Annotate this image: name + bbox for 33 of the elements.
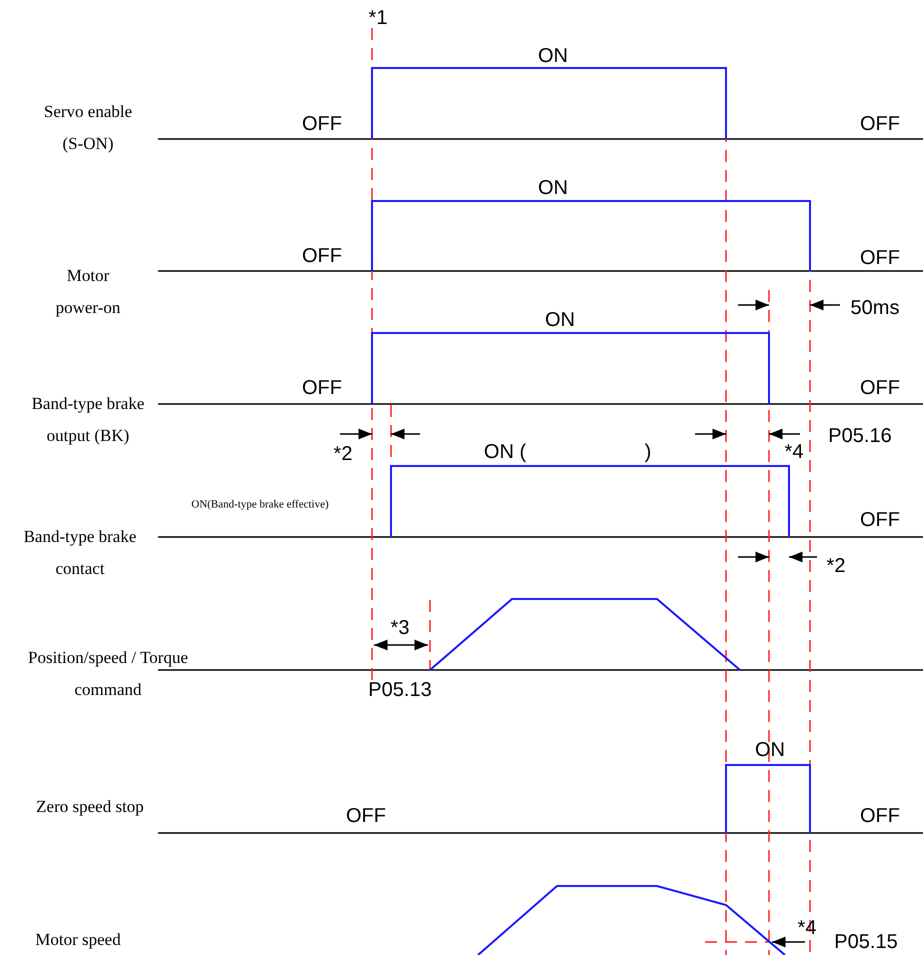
signal-label: OFF xyxy=(860,248,900,268)
signal-label: *2 xyxy=(826,556,846,576)
signal-label: *3 xyxy=(390,618,410,638)
signal-name: Position/speed / Torque command xyxy=(28,647,188,701)
signal-label: ON xyxy=(538,178,568,198)
signal-label: P05.15 xyxy=(834,932,898,952)
signal-label: P05.16 xyxy=(828,426,892,446)
signal-name: ON(Band-type brake effective) xyxy=(191,500,329,510)
signal-label: OFF xyxy=(302,378,342,398)
signal-label: ON xyxy=(545,310,575,330)
signal-label: OFF xyxy=(860,114,900,134)
signal-label: ) xyxy=(644,442,652,462)
signal-label: ON xyxy=(755,740,785,760)
signal-label: *1 xyxy=(368,8,388,28)
signal-label: OFF xyxy=(346,806,386,826)
signal-name: Motor speed xyxy=(34,929,122,951)
signal-label: *4 xyxy=(798,918,816,938)
signal-name: Zero speed stop xyxy=(35,796,145,818)
signal-name: Motor power-on xyxy=(54,265,122,319)
signal-name: Band-type brake output (BK) xyxy=(30,393,146,447)
signal-label: OFF xyxy=(860,806,900,826)
signal-label: 50ms xyxy=(850,298,900,318)
signal-label: OFF xyxy=(860,378,900,398)
signal-label: OFF xyxy=(860,510,900,530)
signal-label: ON ( xyxy=(484,442,526,462)
signal-name: Servo enable (S-ON) xyxy=(42,101,134,155)
signal-label: OFF xyxy=(302,114,342,134)
signal-label: P05.13 xyxy=(368,680,432,700)
signal-name: Band-type brake contact xyxy=(22,526,138,580)
signal-label: *4 xyxy=(784,442,804,462)
signal-label: ON xyxy=(538,46,568,66)
signal-label: OFF xyxy=(302,246,342,266)
signal-label: *2 xyxy=(334,444,352,464)
